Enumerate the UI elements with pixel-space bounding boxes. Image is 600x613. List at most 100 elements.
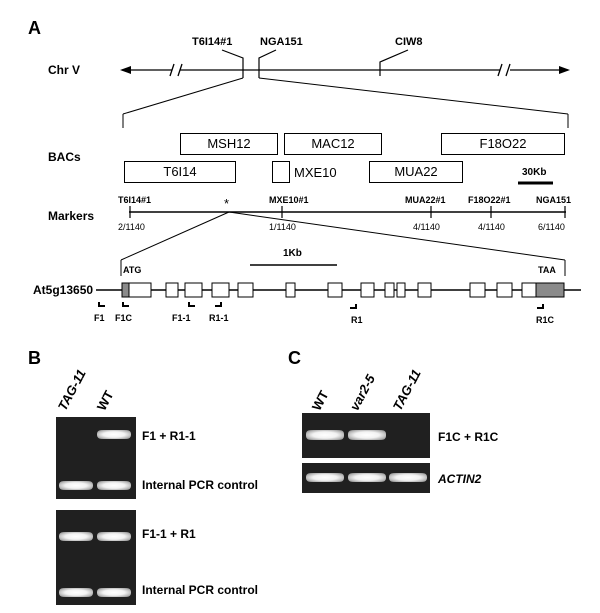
- zoom-line-left: [122, 77, 244, 115]
- primer-arrow-r1: [350, 304, 357, 309]
- chr-tick-nga151: [258, 49, 277, 78]
- exon: [521, 282, 537, 298]
- lane-label-wt: WT: [308, 388, 332, 413]
- gel-b-top-control: Internal PCR control: [142, 478, 259, 492]
- lane-label-var2-5: var2-5: [346, 372, 378, 413]
- exon: [327, 282, 343, 298]
- gel-b-bottom: [56, 510, 136, 605]
- panel-a-diagram: [96, 49, 581, 309]
- exon: [396, 282, 406, 298]
- primer-r1: R1: [351, 315, 363, 325]
- exon: [469, 282, 486, 298]
- gene-label: At5g13650: [33, 283, 94, 297]
- band-wt: [306, 430, 344, 440]
- chr-v-label: Chr V: [48, 63, 81, 77]
- exon: [496, 282, 513, 298]
- panel-a-label: A: [28, 18, 41, 38]
- exon: [128, 282, 152, 298]
- exons: [128, 282, 537, 298]
- exon: [211, 282, 230, 298]
- marker-freq: 4/1140: [478, 222, 505, 232]
- band-wt-control: [97, 481, 131, 490]
- band-wt-control: [97, 588, 131, 597]
- exon: [384, 282, 395, 298]
- zoom-line-right: [258, 77, 569, 115]
- marker-freq: 4/1140: [413, 222, 440, 232]
- marker-name: F18O22#1: [468, 195, 511, 205]
- chr-marker-ciw8: CIW8: [395, 36, 423, 48]
- primer-arrow-r1c: [537, 304, 544, 309]
- utr-5prime: [121, 282, 130, 298]
- marker-freq: 6/1140: [538, 222, 565, 232]
- exon: [285, 282, 296, 298]
- bac-msh12: MSH12: [180, 133, 278, 155]
- bac-mua22: MUA22: [369, 161, 463, 183]
- bac-scale-label: 30Kb: [522, 167, 547, 178]
- primer-arrow-f1-1: [188, 302, 195, 307]
- marker-freq: 2/1140: [118, 222, 145, 232]
- gel-c-bottom-product: ACTIN2: [438, 472, 482, 486]
- band-var2-5-actin: [348, 473, 386, 482]
- chr-marker-nga151: NGA151: [260, 36, 303, 48]
- exon: [417, 282, 432, 298]
- primer-arrow-f1: [98, 302, 105, 307]
- exon: [165, 282, 179, 298]
- gene-zoom-right: [228, 211, 566, 261]
- gel-b-top-product: F1 + R1-1: [142, 429, 196, 443]
- chr-left-arrowhead: [120, 66, 131, 74]
- taa-label: TAA: [538, 265, 556, 275]
- marker-name: T6I14#1: [118, 195, 152, 205]
- gel-b-bottom-control: Internal PCR control: [142, 583, 259, 597]
- lane-label-tag11: TAG-11: [389, 366, 424, 413]
- chr-tick-t6i14: [221, 49, 244, 78]
- exon: [360, 282, 375, 298]
- primer-arrows: [98, 302, 544, 309]
- primer-f1-1: F1-1: [172, 313, 191, 323]
- exon: [237, 282, 254, 298]
- mutation-asterisk: *: [224, 196, 230, 211]
- primer-r1-1: R1-1: [209, 313, 229, 323]
- primer-f1c: F1C: [115, 313, 133, 323]
- panel-b-label: B: [28, 348, 41, 368]
- gene-zoom-left: [120, 211, 230, 261]
- chr-marker-t6i14: T6I14#1: [192, 36, 233, 48]
- band-wt-product: [97, 532, 131, 541]
- gel-c-bottom: [302, 463, 430, 493]
- primer-arrow-r1-1: [215, 302, 222, 307]
- bac-f18o22: F18O22: [441, 133, 565, 155]
- gel-c-top-product: F1C + R1C: [438, 430, 499, 444]
- primer-r1c: R1C: [536, 315, 555, 325]
- gel-b-bottom-product: F1-1 + R1: [142, 527, 196, 541]
- gel-b-top: [56, 417, 136, 499]
- panel-c-label: C: [288, 348, 301, 368]
- bac-mac12: MAC12: [284, 133, 382, 155]
- bacs-label: BACs: [48, 150, 81, 164]
- chromosome-line: [122, 63, 568, 77]
- exon: [184, 282, 203, 298]
- atg-label: ATG: [123, 265, 142, 275]
- bac-t6i14: T6I14: [124, 161, 236, 183]
- lane-label-wt: WT: [93, 388, 117, 413]
- gene-scale-label: 1Kb: [283, 248, 302, 259]
- band-wt-product: [97, 430, 131, 439]
- band-wt-actin: [306, 473, 344, 482]
- chr-right-arrowhead: [559, 66, 570, 74]
- gel-c-top: [302, 413, 430, 458]
- primer-f1: F1: [94, 313, 105, 323]
- marker-name: MXE10#1: [269, 195, 309, 205]
- band-tag11-actin: [389, 473, 427, 482]
- band-var2-5: [348, 430, 386, 440]
- primer-arrow-f1c: [122, 302, 129, 307]
- lane-label-tag11: TAG-11: [54, 366, 89, 413]
- marker-ticks: [129, 206, 566, 218]
- band-tag11-control: [59, 481, 93, 490]
- chr-tick-ciw8: [379, 49, 409, 76]
- utr-3prime: [535, 282, 565, 298]
- bac-mxe10-label: MXE10: [294, 165, 337, 180]
- marker-freq: 1/1140: [269, 222, 296, 232]
- marker-name: MUA22#1: [405, 195, 446, 205]
- marker-name: NGA151: [536, 195, 572, 205]
- bac-mxe10-box: [272, 161, 290, 183]
- markers-label: Markers: [48, 209, 95, 223]
- band-tag11-control: [59, 588, 93, 597]
